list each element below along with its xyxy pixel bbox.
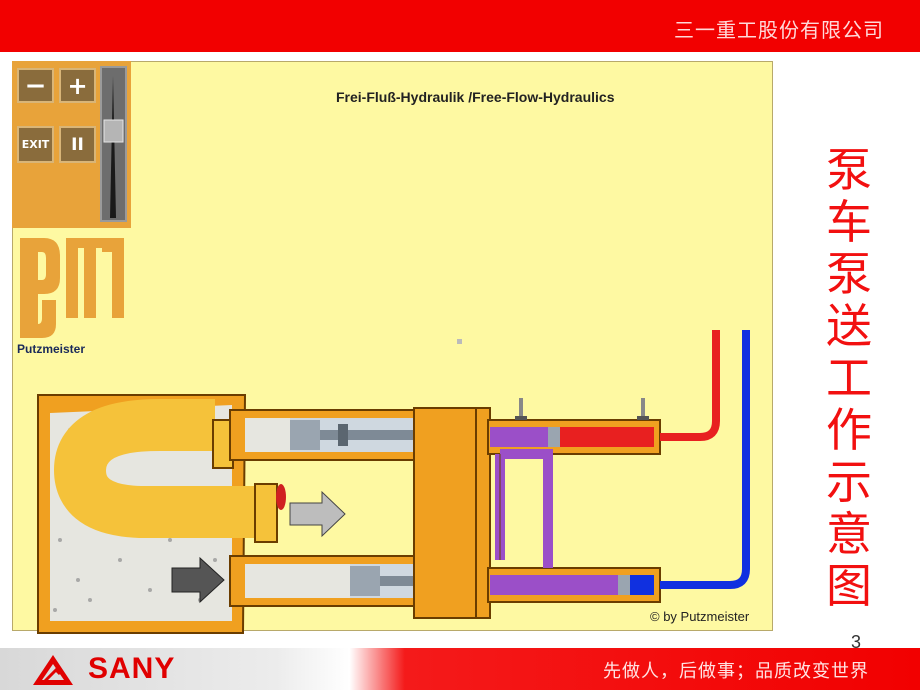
s-valve-tube [53,399,260,538]
sany-logo-icon [33,655,73,685]
pressure-line [660,330,720,441]
pause-button[interactable]: II [59,126,96,163]
copyright-text: © by Putzmeister [650,609,750,624]
header-bar: 三一重工股份有限公司 [0,0,920,52]
push-arrow-icon [171,556,225,604]
footer-slogan: 先做人，后做事；品质改变世界 [603,661,869,682]
slider-track-icon [103,76,124,218]
animation-title: Frei-Fluß-Hydraulik /Free-Flow-Hydraulic… [336,89,615,105]
company-name: 三一重工股份有限公司 [674,18,884,42]
pump-diagram [37,330,750,634]
page-number: 3 [851,632,862,652]
putzmeister-wordmark: Putzmeister [17,342,86,356]
exit-button[interactable]: EXIT [17,126,54,163]
footer-brand: SANY [88,652,176,685]
return-line [660,330,750,589]
putzmeister-logo-icon [20,238,124,338]
slide-title: 泵车泵送工作示意图 [826,143,872,613]
zoom-out-button[interactable]: − [17,68,54,103]
flow-arrow-icon [289,490,346,538]
footer-bar [0,648,920,690]
slider-thumb[interactable] [103,119,124,143]
speed-slider[interactable] [100,66,127,222]
zoom-in-button[interactable]: + [59,68,96,103]
